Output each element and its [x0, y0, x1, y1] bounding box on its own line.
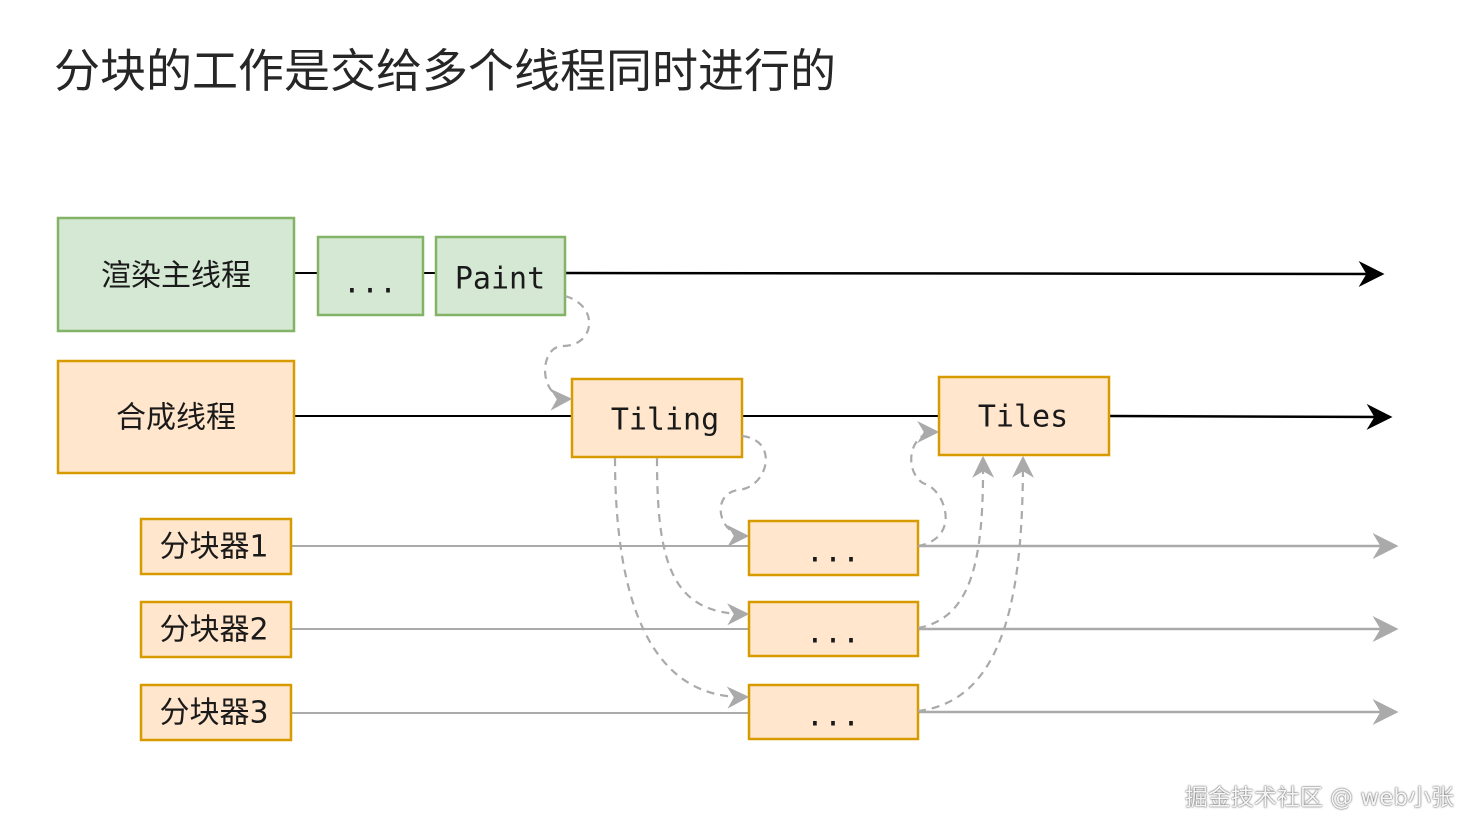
- raster-3-dots-box: [747, 683, 920, 741]
- raster-3-dots-label: ...: [806, 699, 860, 734]
- main-dots-label: ...: [343, 266, 397, 301]
- tiling-box: [570, 377, 744, 459]
- compositor-timeline-arrow: [1108, 403, 1393, 430]
- watermark: 掘金技术社区 @ web小张: [1184, 785, 1454, 811]
- raster-1-dots-box: [747, 519, 920, 577]
- raster-thread-lane-1: 分块器1 ...: [139, 517, 1399, 577]
- raster-thread-lane-3: 分块器3 ...: [139, 683, 1399, 742]
- raster-1-box: [139, 517, 293, 576]
- raster-2-box: [139, 600, 293, 659]
- raster-2-dots-label: ...: [806, 616, 860, 651]
- main-thread-timeline-arrow: [564, 260, 1385, 287]
- main-dots-box: [316, 235, 425, 317]
- main-thread-lane: 渲染主线程 ... Paint: [56, 216, 1385, 333]
- compositor-thread-label: 合成线程: [116, 401, 236, 436]
- dashed-connectors: [543, 294, 1034, 713]
- paint-label: Paint: [455, 262, 545, 297]
- tiling-label: Tiling: [611, 403, 719, 438]
- connector-raster-3-to-tiles: [917, 455, 1034, 713]
- tiles-label: Tiles: [978, 400, 1068, 435]
- compositor-thread-lane: 合成线程 Tiling Tiles: [56, 359, 1393, 475]
- main-thread-label: 渲染主线程: [101, 259, 251, 294]
- connector-raster-2-to-tiles: [917, 455, 995, 630]
- raster-1-label: 分块器1: [159, 530, 268, 565]
- main-thread-box: [56, 216, 296, 333]
- connector-paint-to-tiling: [543, 294, 591, 411]
- connector-tiling-to-raster-2: [655, 457, 750, 626]
- raster-1-dots-label: ...: [806, 535, 860, 570]
- connector-tiling-to-raster-3: [613, 457, 750, 709]
- compositor-thread-box: [56, 359, 296, 475]
- connector-raster-1-to-tiles: [910, 421, 947, 548]
- paint-box: [434, 235, 567, 317]
- connector-tiling-to-raster-1: [719, 434, 767, 547]
- raster-3-box: [139, 683, 293, 742]
- tiles-box: [937, 375, 1111, 457]
- raster-thread-lane-2: 分块器2 ...: [139, 600, 1399, 659]
- raster-2-dots-box: [747, 600, 920, 658]
- page-title: 分块的工作是交给多个线程同时进行的: [54, 44, 836, 98]
- raster-2-label: 分块器2: [159, 613, 268, 648]
- raster-3-label: 分块器3: [159, 696, 268, 731]
